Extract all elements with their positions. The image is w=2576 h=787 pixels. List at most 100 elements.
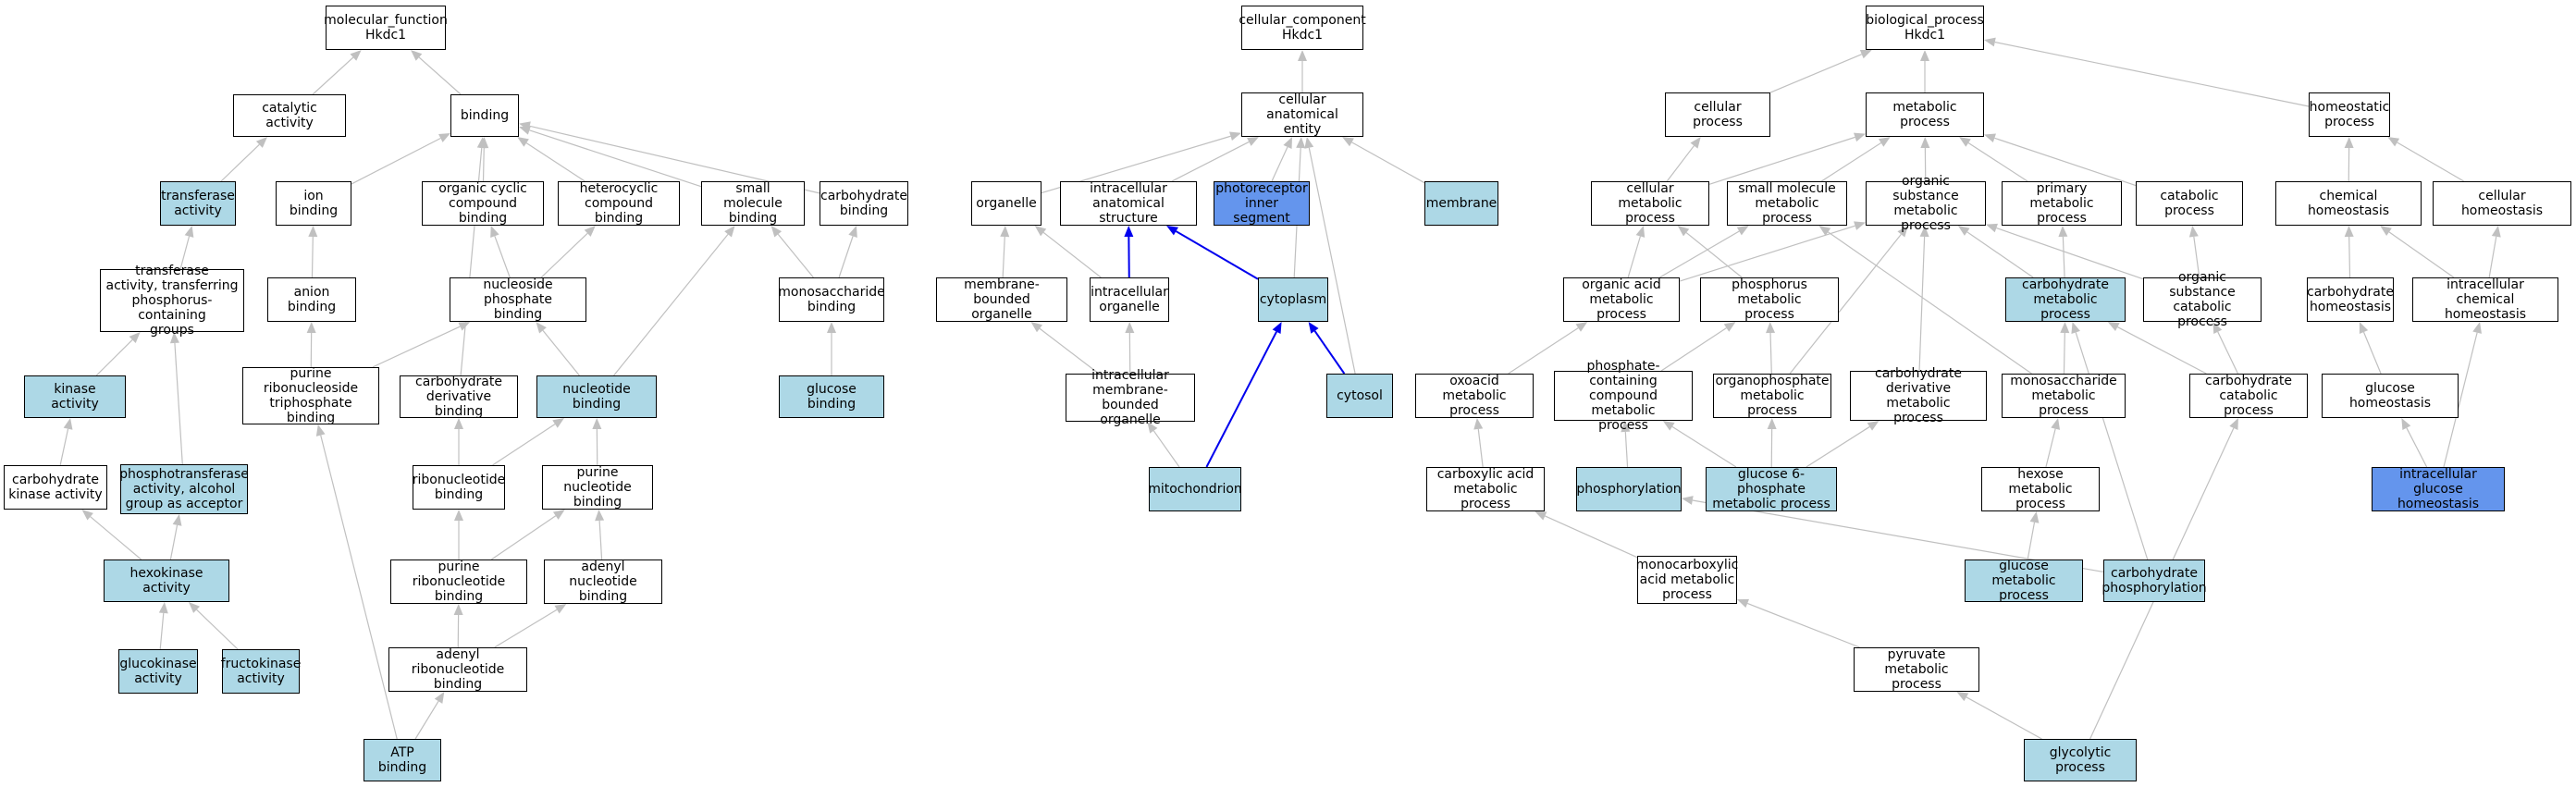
go-term-node[interactable]: glycolytic process — [2024, 739, 2137, 781]
go-term-node[interactable]: cellular metabolic process — [1591, 181, 1709, 226]
go-term-node[interactable]: carbohydrate kinase activity — [4, 465, 107, 510]
go-term-node[interactable]: oxoacid metabolic process — [1415, 374, 1534, 418]
edge-line — [2075, 332, 2149, 560]
edge-arrowhead — [1690, 137, 1701, 149]
go-term-node[interactable]: pyruvate metabolic process — [1854, 647, 1979, 692]
go-term-node[interactable]: transferase activity, transferring phosp… — [100, 264, 244, 338]
go-term-node[interactable]: phosphate-containing compound metabolic … — [1554, 359, 1693, 433]
go-term-node[interactable]: carbohydrate derivative metabolic proces… — [1850, 366, 1987, 425]
go-term-node[interactable]: organic substance catabolic process — [2143, 270, 2262, 329]
go-term-node[interactable]: organic acid metabolic process — [1563, 277, 1680, 322]
edge-arrowhead — [438, 133, 450, 142]
edge-arrowhead — [188, 602, 201, 613]
go-term-node[interactable]: intracellular membrane-bounded organelle — [1066, 368, 1195, 427]
go-term-node[interactable]: monosaccharide binding — [778, 277, 885, 322]
go-term-node[interactable]: heterocyclic compound binding — [558, 181, 680, 226]
go-term-node[interactable]: carbohydrate homeostasis — [2307, 277, 2394, 322]
edge-arrowhead — [2212, 322, 2223, 334]
edge-line — [1205, 331, 1277, 468]
edge-arrowhead — [158, 602, 168, 614]
go-term-node[interactable]: organic substance metabolic process — [1866, 174, 1986, 233]
go-term-node[interactable]: binding — [450, 94, 519, 137]
go-term-node[interactable]: small molecule metabolic process — [1727, 181, 1847, 226]
edge-arrowhead — [1956, 692, 1969, 702]
go-term-node[interactable]: cellular_component Hkdc1 — [1239, 6, 1366, 50]
go-term-node[interactable]: cytosol — [1326, 374, 1393, 418]
go-term-node[interactable]: transferase activity — [160, 181, 236, 226]
go-term-node[interactable]: hexokinase activity — [104, 560, 229, 602]
edge-arrowhead — [1125, 322, 1135, 334]
go-term-node[interactable]: carbohydrate phosphorylation — [2101, 560, 2207, 602]
go-term-node[interactable]: glucokinase activity — [118, 649, 198, 694]
go-term-node[interactable]: ion binding — [276, 181, 351, 226]
go-term-node[interactable]: adenyl nucleotide binding — [544, 560, 662, 604]
go-term-node[interactable]: anion binding — [267, 277, 356, 322]
edge-line — [2397, 141, 2465, 182]
edge-arrowhead — [2344, 137, 2354, 149]
edge-arrowhead — [554, 604, 567, 614]
go-term-node[interactable]: carbohydrate metabolic process — [2005, 277, 2126, 322]
go-term-node[interactable]: kinase activity — [24, 375, 126, 418]
go-term-node[interactable]: catalytic activity — [233, 94, 346, 137]
edge-arrowhead — [1272, 322, 1282, 334]
go-term-node[interactable]: phosphorylation — [1576, 467, 1682, 511]
go-term-node[interactable]: chemical homeostasis — [2275, 181, 2422, 226]
go-term-node[interactable]: glucose 6-phosphate metabolic process — [1706, 467, 1837, 511]
go-term-node[interactable]: intracellular organelle — [1090, 277, 1169, 322]
go-term-node[interactable]: nucleotide binding — [536, 375, 657, 418]
go-term-node[interactable]: ribonucleotide binding — [413, 465, 505, 510]
go-term-node[interactable]: organelle — [971, 181, 1041, 226]
go-term-node[interactable]: carbohydrate derivative binding — [400, 375, 518, 419]
go-term-node[interactable]: molecular_function Hkdc1 — [324, 6, 448, 50]
go-term-node[interactable]: carboxylic acid metabolic process — [1426, 467, 1545, 511]
go-term-node[interactable]: hexose metabolic process — [1981, 467, 2100, 511]
go-term-node[interactable]: intracellular glucose homeostasis — [2372, 467, 2505, 511]
edge-arrowhead — [2344, 226, 2354, 238]
edge-arrowhead — [454, 510, 463, 521]
go-term-node[interactable]: cytoplasm — [1258, 277, 1328, 322]
go-term-node[interactable]: cellular process — [1665, 92, 1770, 137]
edge-line — [179, 236, 191, 270]
go-term-node[interactable]: phosphorus metabolic process — [1700, 277, 1839, 322]
go-term-node[interactable]: ATP binding — [364, 739, 441, 781]
edge-line — [174, 342, 183, 465]
edge-arrowhead — [63, 418, 73, 430]
go-term-node[interactable]: small molecule binding — [701, 181, 805, 226]
go-term-node[interactable]: catabolic process — [2136, 181, 2243, 226]
go-term-node[interactable]: monocarboxylic acid metabolic process — [1635, 556, 1739, 604]
go-term-node[interactable]: phosphotransferase activity, alcohol gro… — [119, 464, 249, 514]
go-term-node[interactable]: metabolic process — [1866, 92, 1984, 137]
go-term-node[interactable]: intracellular anatomical structure — [1060, 181, 1197, 226]
go-term-node[interactable]: fructokinase activity — [221, 649, 301, 694]
go-term-node[interactable]: intracellular chemical homeostasis — [2412, 277, 2558, 322]
go-term-node[interactable]: glucose binding — [779, 375, 884, 418]
go-term-node[interactable]: purine nucleotide binding — [542, 465, 653, 510]
edge-arrowhead — [1229, 131, 1241, 141]
go-term-node[interactable]: carbohydrate catabolic process — [2189, 374, 2308, 418]
go-term-node[interactable]: purine ribonucleoside triphosphate bindi… — [242, 366, 379, 425]
go-term-node[interactable]: glucose metabolic process — [1965, 559, 2083, 603]
go-term-node[interactable]: biological_process Hkdc1 — [1866, 6, 1984, 50]
go-term-node[interactable]: organophosphate metabolic process — [1713, 374, 1831, 418]
go-term-node[interactable]: membrane-bounded organelle — [936, 277, 1067, 322]
go-term-node[interactable]: cellular anatomical entity — [1241, 92, 1363, 137]
go-term-node[interactable]: homeostatic process — [2309, 92, 2390, 137]
go-term-node[interactable]: mitochondrion — [1148, 467, 1242, 511]
go-term-node[interactable]: membrane — [1424, 181, 1498, 226]
go-term-node[interactable]: organic cyclic compound binding — [422, 181, 544, 226]
edge-arrowhead — [1986, 223, 1998, 233]
go-term-node[interactable]: monosaccharide metabolic process — [2002, 374, 2126, 418]
edge-arrowhead — [2387, 137, 2400, 147]
go-term-node[interactable]: cellular homeostasis — [2433, 181, 2571, 226]
go-term-node[interactable]: primary metabolic process — [2002, 181, 2122, 226]
go-term-node[interactable]: carbohydrate binding — [820, 181, 908, 226]
edge-arrowhead — [1575, 322, 1588, 332]
go-term-node[interactable]: nucleoside phosphate binding — [450, 277, 586, 322]
go-term-node[interactable]: adenyl ribonucleotide binding — [388, 647, 527, 692]
go-term-node[interactable]: glucose homeostasis — [2322, 374, 2459, 418]
go-term-node[interactable]: purine ribonucleotide binding — [390, 560, 527, 604]
edge-line — [494, 609, 558, 648]
edge-line — [525, 142, 585, 182]
edge-line — [1967, 142, 2028, 182]
go-term-node[interactable]: photoreceptor inner segment — [1214, 181, 1310, 226]
